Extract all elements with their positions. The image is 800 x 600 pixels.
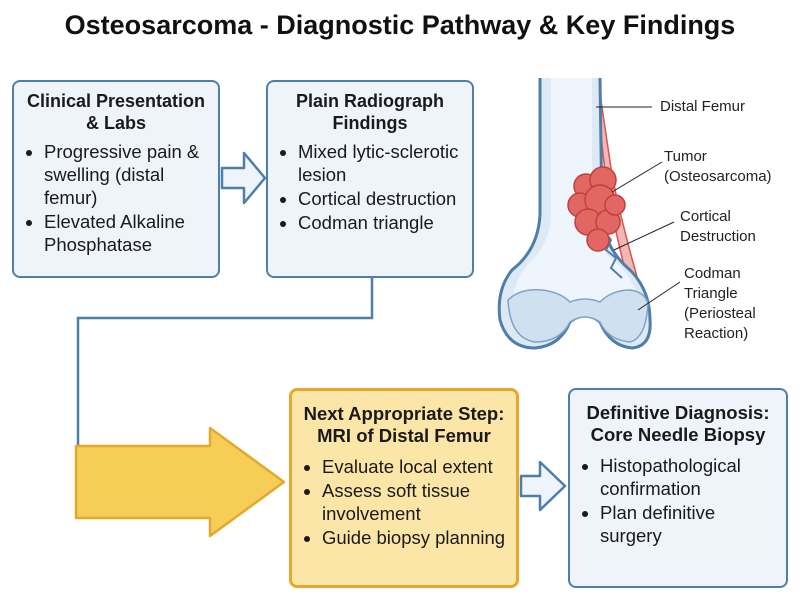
radiograph-item: Mixed lytic-sclerotic lesion: [298, 140, 462, 186]
clinical-item: Progressive pain & swelling (distal femu…: [44, 140, 208, 209]
mri-list: Evaluate local extent Assess soft tissue…: [302, 455, 506, 549]
connector-radiograph-to-mri: [76, 278, 374, 455]
leader-cortical: [613, 221, 675, 251]
femur-condyles: [507, 288, 649, 343]
clinical-heading: Clinical Presentation & Labs: [26, 91, 206, 133]
leader-tumor: [611, 161, 663, 193]
label-tumor: Tumor (Osteosarcoma): [664, 148, 772, 185]
biopsy-item: Plan definitive surgery: [600, 501, 776, 547]
biopsy-heading: Definitive Diagnosis: Core Needle Biopsy: [586, 402, 770, 445]
femur-illustration: [497, 77, 681, 350]
biopsy-diagnosis-box: Definitive Diagnosis: Core Needle Biopsy…: [568, 388, 788, 588]
clinical-list: Progressive pain & swelling (distal femu…: [24, 140, 208, 256]
clinical-presentation-box: Clinical Presentation & Labs Progressive…: [12, 80, 220, 278]
tumor-blob: [567, 166, 626, 252]
label-distal-femur: Distal Femur: [660, 98, 746, 115]
mri-next-step-box: Next Appropriate Step: MRI of Distal Fem…: [289, 388, 519, 588]
mri-item: Guide biopsy planning: [322, 526, 506, 549]
radiograph-item: Codman triangle: [298, 211, 462, 234]
radiograph-list: Mixed lytic-sclerotic lesion Cortical de…: [278, 140, 462, 234]
arrow-mri-to-biopsy: [519, 460, 567, 512]
mri-item: Assess soft tissue involvement: [322, 479, 506, 525]
label-cortical-destruction: Cortical Destruction: [680, 208, 756, 245]
cortical-destruction: [602, 229, 623, 279]
diagram-title: Osteosarcoma - Diagnostic Pathway & Key …: [64, 10, 736, 40]
arrow-to-mri: [74, 426, 286, 538]
radiograph-item: Cortical destruction: [298, 187, 462, 210]
leader-codman: [637, 281, 681, 311]
label-codman-triangle: Codman Triangle (Periosteal Reaction): [684, 265, 756, 342]
clinical-item: Elevated Alkaline Phosphatase: [44, 210, 208, 256]
mri-heading: Next Appropriate Step: MRI of Distal Fem…: [303, 403, 505, 446]
arrow-clinical-to-radiograph: [220, 151, 267, 205]
biopsy-item: Histopathological confirmation: [600, 454, 776, 500]
mri-item: Evaluate local extent: [322, 455, 506, 478]
biopsy-list: Histopathological confirmation Plan defi…: [580, 454, 776, 547]
radiograph-heading: Plain Radiograph Findings: [295, 91, 445, 133]
radiograph-findings-box: Plain Radiograph Findings Mixed lytic-sc…: [266, 80, 474, 278]
